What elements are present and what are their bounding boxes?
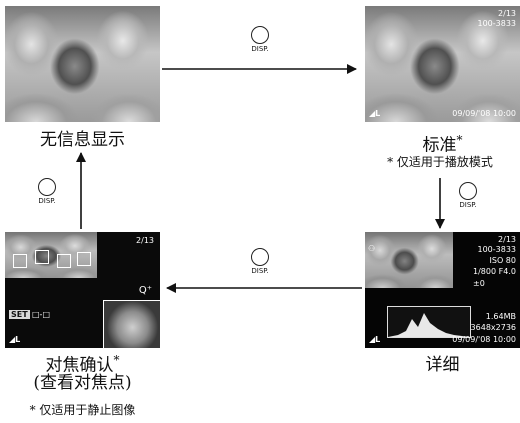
set-button-icon: SET xyxy=(9,310,30,319)
screen-no-info xyxy=(5,6,160,122)
image-resolution: 3648x2736 xyxy=(470,323,516,332)
note-standard: * 仅适用于播放模式 xyxy=(387,155,493,169)
focus-frame xyxy=(13,254,27,268)
label-focus-check-star: * xyxy=(113,353,120,367)
label-no-info: 无信息显示 xyxy=(40,130,125,150)
disp-button-bottom: DISP. xyxy=(238,248,282,275)
file-number: 100-3833 xyxy=(477,245,516,254)
focus-zoom-face xyxy=(103,300,160,348)
focus-frame xyxy=(35,250,49,264)
resolution-icon: ◢L xyxy=(9,335,21,344)
note-focus-check: * 仅适用于静止图像 xyxy=(29,403,136,417)
label-standard: 标准* xyxy=(365,130,520,156)
circle-icon xyxy=(251,248,269,266)
date-time: 09/09/'08 10:00 xyxy=(452,335,516,344)
circle-icon xyxy=(38,178,56,196)
exposure-comp: ±0 xyxy=(473,279,485,288)
label-detailed: 详细 xyxy=(425,355,460,375)
family-photo xyxy=(5,6,160,122)
histogram xyxy=(387,306,471,338)
label-focus-check-sub: (查看对焦点) xyxy=(33,373,132,393)
mode-line: ISO 80 xyxy=(489,256,516,265)
shutter-speed: 1/800 xyxy=(473,267,497,276)
focus-toggle-icon: □-□ xyxy=(32,310,51,319)
resolution-icon: ◢L xyxy=(369,109,381,118)
family-photo-small xyxy=(365,232,453,288)
protect-icon: ⚇ xyxy=(368,244,376,253)
label-standard-star: * xyxy=(456,133,463,147)
date-time: 09/09/'08 10:00 xyxy=(452,109,516,118)
circle-icon xyxy=(459,182,477,200)
family-photo xyxy=(365,6,520,122)
magnify-icon: Q⁺ xyxy=(138,285,152,296)
file-size: 1.64MB xyxy=(485,312,516,321)
focus-frame xyxy=(57,254,71,268)
image-counter: 2/13 xyxy=(498,9,516,18)
disp-button-right: DISP. xyxy=(446,182,490,209)
resolution-icon: ◢L xyxy=(369,335,381,344)
label-focus-check-text: 对焦确认 xyxy=(45,355,114,376)
image-counter: 2/13 xyxy=(498,235,516,244)
aperture: F4.0 xyxy=(498,267,516,276)
screen-detailed: ⚇ 2/13 100-3833 ISO 80 1/800 F4.0 ±0 1.6… xyxy=(365,232,520,348)
image-counter: 2/13 xyxy=(136,236,154,245)
file-number: 100-3833 xyxy=(477,19,516,28)
family-photo-small xyxy=(5,232,97,278)
label-focus-check: 对焦确认* xyxy=(0,350,165,376)
disp-button-left: DISP. xyxy=(25,178,69,205)
screen-standard: 2/13 100-3833 ◢L 09/09/'08 10:00 xyxy=(365,6,520,122)
disp-button-top: DISP. xyxy=(238,26,282,53)
screen-focus-check: 2/13 Q⁺ SET □-□ ◢L xyxy=(5,232,160,348)
focus-info-area xyxy=(5,300,103,348)
focus-frame xyxy=(77,252,91,266)
circle-icon xyxy=(251,26,269,44)
label-standard-text: 标准 xyxy=(422,135,457,156)
